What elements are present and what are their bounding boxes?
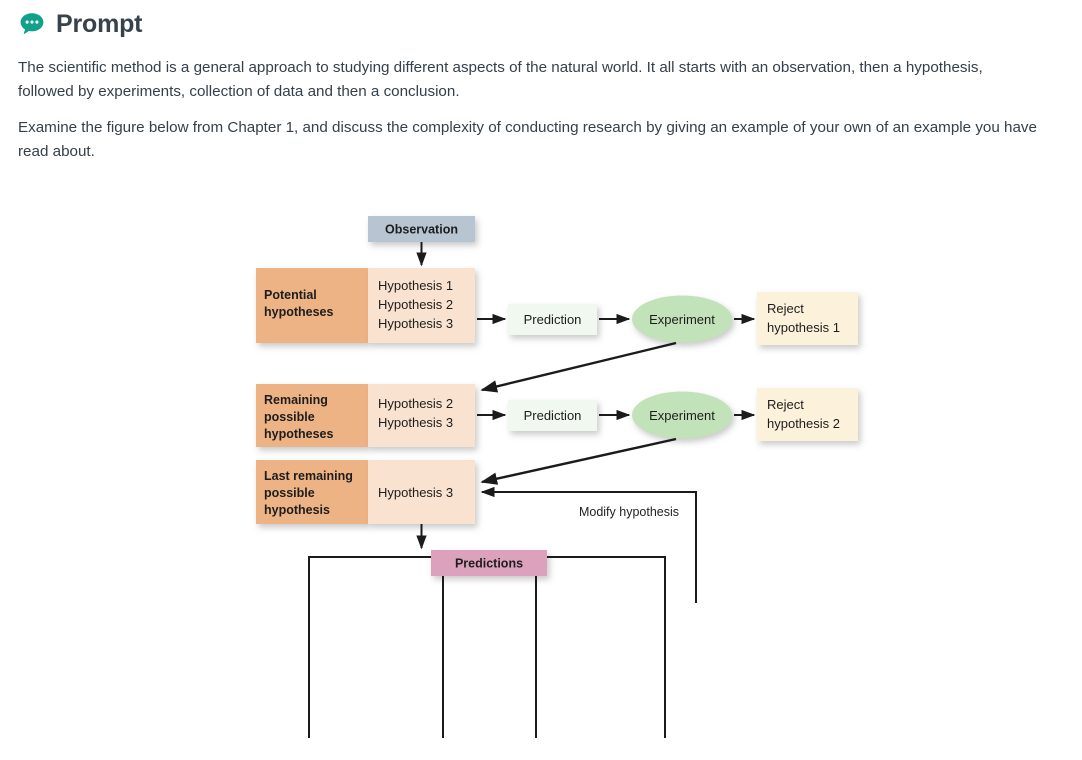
- node-experiment-1-label: Experiment: [649, 312, 715, 327]
- node-remaining-label-line3: hypotheses: [264, 427, 334, 441]
- node-observation: Observation: [368, 216, 475, 243]
- node-hypothesis-3-label: Hypothesis 3: [378, 316, 453, 331]
- prompt-paragraph-2: Examine the figure below from Chapter 1,…: [18, 119, 1037, 161]
- speech-bubble-icon: [18, 10, 46, 38]
- node-remaining-hypothesis-3-label: Hypothesis 3: [378, 415, 453, 430]
- node-hypothesis-list-1: Hypothesis 1 Hypothesis 2 Hypothesis 3: [368, 268, 475, 344]
- node-reject-hypothesis-2: Reject hypothesis 2: [757, 388, 858, 442]
- label-modify-hypothesis: Modify hypothesis: [579, 505, 679, 519]
- page-title: Prompt: [56, 9, 143, 38]
- node-last-label-line3: hypothesis: [264, 503, 330, 517]
- node-last-remaining-hypothesis: Last remaining possible hypothesis: [256, 460, 368, 525]
- node-predictions: Predictions: [431, 550, 547, 577]
- node-hypothesis-3-final-label: Hypothesis 3: [378, 485, 453, 500]
- node-hypothesis-2-label: Hypothesis 2: [378, 297, 453, 312]
- node-last-label-line2: possible: [264, 486, 315, 500]
- node-observation-label: Observation: [385, 223, 458, 237]
- page-header: Prompt: [0, 0, 1082, 44]
- node-remaining-hypotheses: Remaining possible hypotheses: [256, 384, 368, 448]
- node-reject-2-label-line2: hypothesis 2: [767, 416, 840, 431]
- node-reject-hypothesis-1: Reject hypothesis 1: [757, 292, 858, 346]
- node-remaining-hypothesis-2-label: Hypothesis 2: [378, 396, 453, 411]
- prompt-paragraph-1: The scientific method is a general appro…: [18, 59, 983, 101]
- node-experiment-2: Experiment: [632, 391, 732, 439]
- node-experiment-1: Experiment: [632, 295, 732, 343]
- node-remaining-label-line2: possible: [264, 410, 315, 424]
- connector-experiment-1-to-remaining-hypotheses: [480, 341, 677, 393]
- prompt-body: The scientific method is a general appro…: [0, 56, 1082, 164]
- node-predictions-label: Predictions: [455, 557, 523, 571]
- connector-experiment-2-to-last-hypothesis: [480, 437, 677, 485]
- node-prediction-2: Prediction: [508, 400, 597, 432]
- connector-predictions-to-experiment-4: [547, 556, 666, 739]
- node-reject-2-label-line1: Reject: [767, 397, 804, 412]
- node-hypothesis-list-2: Hypothesis 2 Hypothesis 3: [368, 384, 475, 448]
- node-hypothesis-1-label: Hypothesis 1: [378, 278, 453, 293]
- node-prediction-1-label: Prediction: [524, 312, 582, 327]
- node-hypothesis-3-final: Hypothesis 3: [368, 460, 475, 525]
- node-potential-hypotheses-label-line1: Potential: [264, 288, 317, 302]
- connector-predictions-to-experiment-1: [308, 556, 431, 739]
- scientific-method-figure: Observation Potential hypotheses Hypothe…: [0, 208, 1082, 739]
- node-potential-hypotheses-label-line2: hypotheses: [264, 305, 334, 319]
- flowchart-svg: Observation Potential hypotheses Hypothe…: [256, 216, 858, 739]
- node-remaining-label-line1: Remaining: [264, 393, 328, 407]
- node-reject-1-label-line1: Reject: [767, 301, 804, 316]
- node-prediction-2-label: Prediction: [524, 408, 582, 423]
- node-reject-1-label-line2: hypothesis 1: [767, 320, 840, 335]
- node-prediction-1: Prediction: [508, 304, 597, 336]
- connector-modify-hypothesis-loop: [480, 486, 697, 604]
- node-experiment-2-label: Experiment: [649, 408, 715, 423]
- node-potential-hypotheses: Potential hypotheses: [256, 268, 368, 344]
- node-last-label-line1: Last remaining: [264, 469, 353, 483]
